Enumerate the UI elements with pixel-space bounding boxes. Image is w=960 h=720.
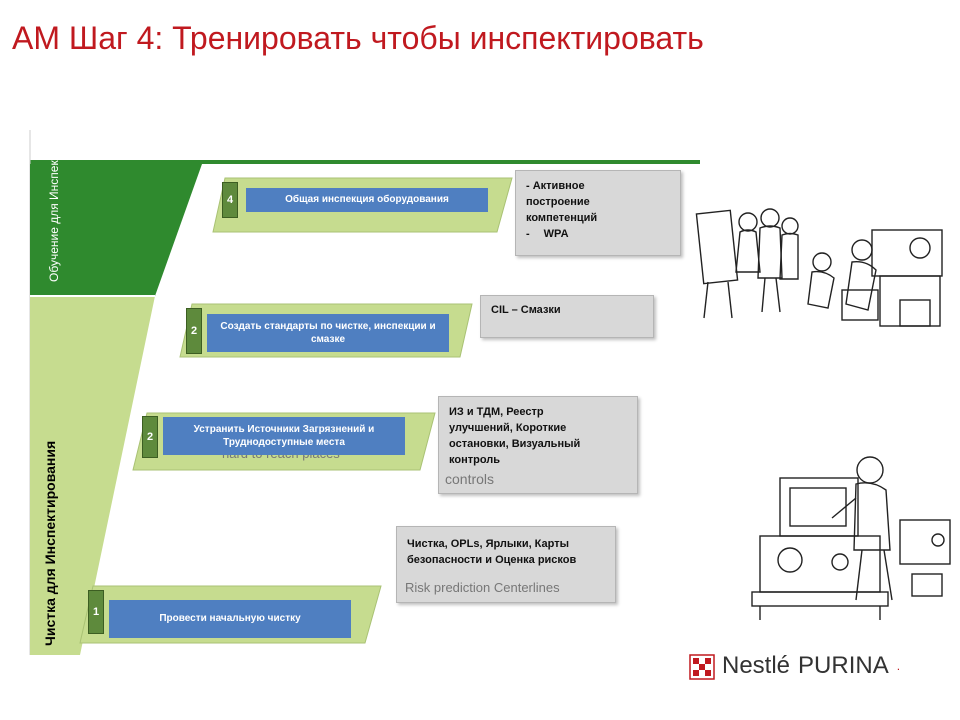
step-2-number: 2 bbox=[142, 416, 158, 458]
training-band bbox=[30, 164, 202, 296]
step-4-number: 4 bbox=[222, 182, 238, 218]
note-visual-control-line-2: улучшений, Короткие bbox=[449, 421, 567, 434]
note-visual-control-line-1: ИЗ и ТДМ, Реестр bbox=[449, 406, 544, 418]
note-competence-line-1: - Активное bbox=[526, 180, 585, 192]
machine-technician-illustration bbox=[751, 456, 951, 620]
note-opls-line-1: Чистка, OPLs, Ярлыки, Карты bbox=[407, 538, 570, 550]
inspection-team-illustration bbox=[695, 208, 943, 327]
step-1-number: 1 bbox=[88, 590, 104, 634]
note-competence: - Активное построение компетенций - WPA bbox=[515, 170, 681, 256]
step-3-number: 2 bbox=[186, 308, 202, 354]
logo-brand: Nestlé bbox=[722, 652, 791, 679]
note-visual-control: ИЗ и ТДМ, Реестр улучшений, Короткие ост… bbox=[438, 396, 638, 494]
note-cil-line-1: CIL – Смазки bbox=[491, 304, 561, 316]
note-cil: CIL – Смазки bbox=[480, 295, 654, 338]
logo-sub: PURINA bbox=[798, 652, 889, 679]
cleaning-side-label: Чистка для Инспектирования bbox=[42, 440, 58, 646]
step-1-box: Провести начальную чистку bbox=[109, 600, 351, 638]
training-side-label: Обучение для Инспектирования bbox=[47, 101, 61, 282]
note-visual-control-line-4: контроль bbox=[449, 453, 501, 466]
step-3-box: Создать стандарты по чистке, инспекции и… bbox=[207, 314, 449, 352]
note-competence-line-4: WPA bbox=[543, 227, 569, 240]
note-opls: Чистка, OPLs, Ярлыки, Карты безопасности… bbox=[396, 526, 616, 603]
note-competence-line-2: построение bbox=[526, 195, 590, 208]
cleaning-band bbox=[30, 296, 155, 655]
note-opls-ghost: Risk prediction Centerlines bbox=[405, 580, 560, 595]
note-competence-bullet: - bbox=[526, 227, 530, 240]
note-opls-line-2: безопасности и Оценка рисков bbox=[407, 553, 577, 566]
nestle-logo-mark bbox=[689, 654, 715, 680]
step-2-box: Устранить Источники Загрязнений и Трудно… bbox=[163, 417, 405, 455]
note-visual-control-line-3: остановки, Визуальный bbox=[449, 437, 581, 450]
note-competence-line-3: компетенций bbox=[526, 211, 598, 224]
logo-mark-dot: . bbox=[896, 659, 901, 673]
step-4-box: Общая инспекция оборудования bbox=[246, 188, 488, 212]
note-visual-control-ghost: controls bbox=[445, 471, 495, 487]
page-title: АМ Шаг 4: Тренировать чтобы инспектирова… bbox=[12, 20, 704, 56]
brand-logo: Nestlé PURINA . bbox=[722, 652, 900, 680]
